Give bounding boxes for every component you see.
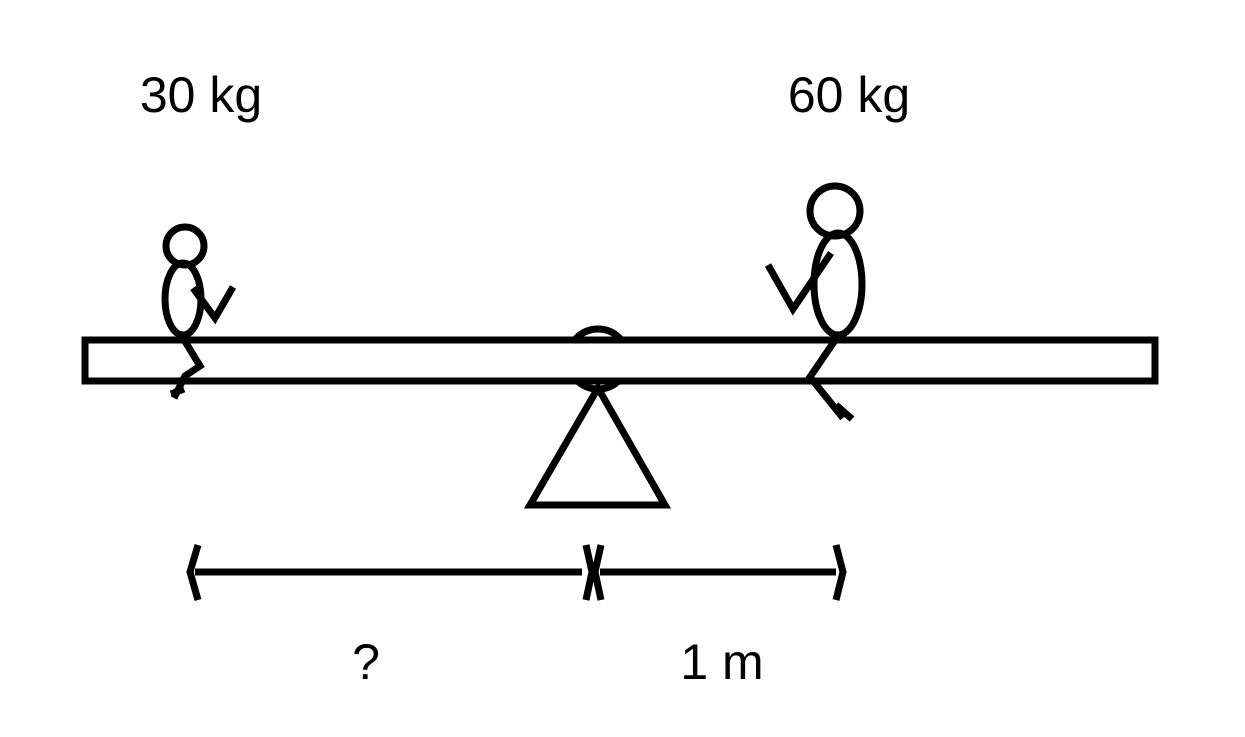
left-bracket [186,544,202,601]
large-person-body [810,229,866,339]
fulcrum-triangle [523,380,672,509]
large-person-head [806,182,864,240]
right-bracket [832,544,847,601]
center-bracket-left [582,544,596,601]
center-bracket-right [591,544,605,601]
seesaw-plank [81,336,1159,385]
right-distance-label: 1 m [680,634,764,690]
right-distance-marker [591,544,847,601]
small-person-head [162,223,208,269]
left-distance-label: ? [352,634,380,690]
small-person-arm [190,285,237,325]
large-person-arm [764,251,834,316]
left-distance-marker [186,544,596,601]
small-person-foot [169,385,186,398]
large-person-foot [833,402,855,422]
small-person-body [161,259,205,339]
large-person-leg [805,331,846,421]
large-person-figure [764,182,866,422]
left-mass-label: 30 kg [139,67,263,123]
small-person-figure [161,223,237,400]
right-mass-label: 60 kg [787,67,911,123]
